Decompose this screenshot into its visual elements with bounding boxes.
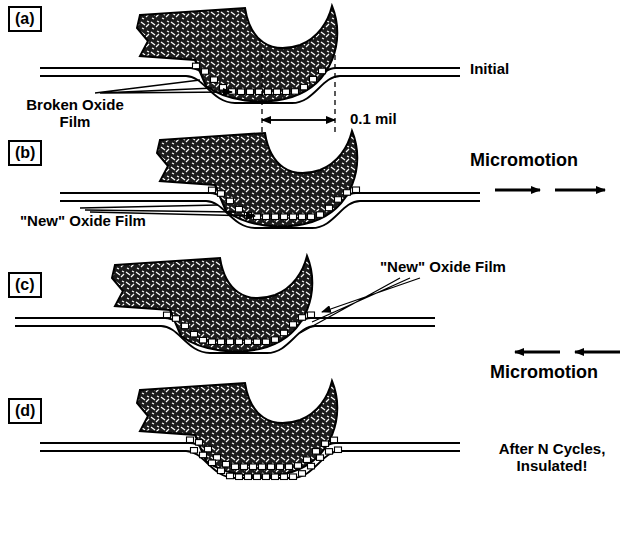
oxide-block: [254, 339, 261, 345]
oxide-block: [182, 323, 189, 329]
oxide-block: [173, 316, 180, 322]
oxide-block: [218, 339, 225, 345]
oxide-block: [191, 331, 198, 337]
caption-text: Initial: [470, 60, 509, 77]
oxide-block: [241, 464, 248, 470]
oxide-block: [326, 449, 333, 455]
oxide-block: [218, 191, 225, 197]
oxide-block: [344, 190, 351, 196]
panel-letter: (c): [15, 276, 35, 293]
oxide-block: [191, 448, 198, 454]
oxide-block: [272, 474, 279, 480]
oxide-block: [245, 474, 252, 480]
oxide-block: [331, 437, 338, 443]
oxide-block: [281, 214, 288, 220]
oxide-block: [317, 455, 324, 461]
oxide-block: [211, 77, 218, 83]
oxide-block: [308, 463, 315, 469]
oxide-block: [245, 339, 252, 345]
oxide-block: [187, 437, 194, 443]
oxide-block: [214, 455, 221, 461]
oxide-block: [335, 197, 342, 203]
oxide-block: [220, 85, 227, 91]
oxide-block: [223, 461, 230, 467]
callout-text: Broken Oxide Film: [20, 96, 130, 131]
panel-letter: (a): [15, 10, 35, 27]
oxide-block: [164, 312, 171, 318]
motion-label: Micromotion: [470, 150, 578, 171]
oxide-block: [263, 214, 270, 220]
oxide-block: [308, 312, 315, 318]
oxide-block: [353, 187, 360, 193]
oxide-block: [310, 76, 317, 82]
oxide-block: [265, 89, 272, 95]
oxide-block: [313, 449, 320, 455]
oxide-block: [283, 89, 290, 95]
oxide-block: [209, 339, 216, 345]
oxide-block: [290, 322, 297, 328]
panel-label-box: (c): [8, 272, 42, 298]
oxide-block: [322, 441, 329, 447]
oxide-block: [254, 474, 261, 480]
oxide-block: [200, 337, 207, 343]
oxide-block: [263, 474, 270, 480]
oxide-block: [247, 89, 254, 95]
oxide-block: [272, 214, 279, 220]
oxide-block: [250, 464, 257, 470]
oxide-block: [236, 474, 243, 480]
oxide-block: [308, 214, 315, 220]
oxide-block: [299, 214, 306, 220]
oxide-block: [286, 464, 293, 470]
panel-letter: (d): [15, 402, 35, 419]
oxide-block: [277, 464, 284, 470]
oxide-block: [193, 63, 200, 69]
oxide-block: [272, 337, 279, 343]
oxide-block: [292, 89, 299, 95]
oxide-block: [281, 330, 288, 336]
oxide-block: [290, 214, 297, 220]
oxide-block: [295, 463, 302, 469]
dimension-label: 0.1 mil: [350, 110, 397, 127]
oxide-block: [209, 460, 216, 466]
oxide-block: [238, 89, 245, 95]
panel-letter: (b): [15, 144, 35, 161]
oxide-block: [202, 69, 209, 75]
oxide-block: [268, 464, 275, 470]
panel-label-box: (b): [8, 140, 42, 166]
callout-text: "New" Oxide Film: [20, 212, 146, 229]
oxide-block: [200, 452, 207, 458]
oxide-block: [317, 212, 324, 218]
motion-label: Micromotion: [490, 362, 598, 383]
callout-text: "New" Oxide Film: [380, 258, 506, 275]
oxide-block: [227, 339, 234, 345]
note-text: After N Cycles, Insulated!: [482, 440, 622, 475]
oxide-block: [254, 214, 261, 220]
oxide-block: [326, 205, 333, 211]
oxide-block: [299, 315, 306, 321]
oxide-block: [218, 468, 225, 474]
panel-label-box: (d): [8, 398, 42, 424]
oxide-block: [281, 474, 288, 480]
oxide-block: [301, 84, 308, 90]
oxide-block: [227, 473, 234, 479]
oxide-block: [196, 440, 203, 446]
oxide-block: [236, 206, 243, 212]
oxide-block: [209, 187, 216, 193]
oxide-block: [236, 339, 243, 345]
oxide-block: [290, 474, 297, 480]
oxide-block: [319, 68, 326, 74]
oxide-block: [274, 89, 281, 95]
oxide-block: [232, 464, 239, 470]
panel-label-box: (a): [8, 6, 42, 32]
oxide-block: [227, 198, 234, 204]
oxide-block: [259, 464, 266, 470]
oxide-block: [299, 471, 306, 477]
oxide-block: [304, 457, 311, 463]
oxide-block: [335, 447, 342, 453]
oxide-block: [205, 446, 212, 452]
oxide-block: [263, 339, 270, 345]
